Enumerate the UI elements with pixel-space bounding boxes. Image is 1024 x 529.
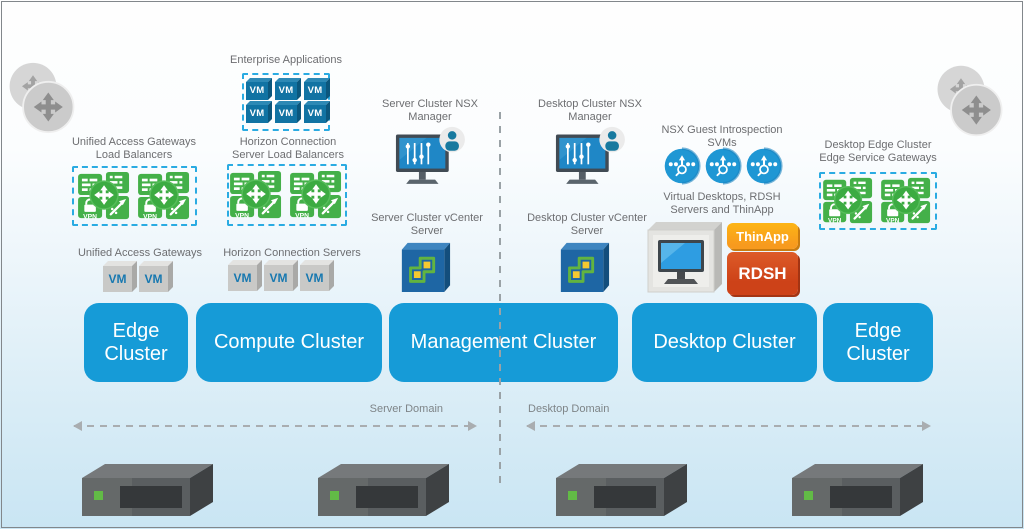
virtual-desktops-label-line1: Virtual Desktops, RDSH xyxy=(663,191,781,203)
vcenter-icon xyxy=(398,238,452,292)
server-domain-label: Server Domain xyxy=(369,403,443,415)
nsx-edge-gateway-icon xyxy=(78,171,132,221)
uag-load-balancers-label: Unified Access Gateways Load Balancers xyxy=(59,136,209,163)
nsx-manager-icon xyxy=(394,126,466,189)
nsx-manager-icon xyxy=(554,126,626,189)
hcs-label: Horizon Connection Servers xyxy=(223,247,361,259)
desktop-vcenter-label-line1: Desktop Cluster vCenter xyxy=(527,212,647,224)
virtual-desktops-label: Virtual Desktops, RDSH Servers and ThinA… xyxy=(657,191,787,218)
horizon-load-balancers-group xyxy=(227,164,347,226)
desktop-edge-gateways-label-line2: Edge Service Gateways xyxy=(819,152,937,165)
server-hardware-icon xyxy=(792,462,924,516)
vm-icon: VM xyxy=(304,81,326,100)
desktop-edge-gateways-label: Desktop Edge Cluster Edge Service Gatewa… xyxy=(816,139,940,166)
uag-load-balancers-label-line2: Load Balancers xyxy=(95,149,173,162)
horizon-load-balancers-label: Horizon Connection Server Load Balancers xyxy=(213,136,363,163)
desktop-domain-label: Desktop Domain xyxy=(528,403,610,415)
server-hardware-icon xyxy=(556,462,688,516)
thinapp-badge: ThinApp xyxy=(727,223,798,249)
server-vcenter-label-line1: Server Cluster vCenter xyxy=(371,212,483,224)
domain-divider-line xyxy=(499,112,501,488)
vm-icon: VM xyxy=(228,265,257,291)
guest-introspection-svm-icon xyxy=(704,147,742,185)
desktop-nsx-manager-label-line1: Desktop Cluster NSX xyxy=(538,98,642,110)
router-icon xyxy=(931,64,1009,138)
server-nsx-manager-label: Server Cluster NSX Manager xyxy=(365,98,495,125)
horizon-load-balancers-label-line2: Server Load Balancers xyxy=(232,149,344,162)
rdsh-badge: RDSH xyxy=(727,252,798,295)
nsx-guest-introspection-label: NSX Guest Introspection SVMs xyxy=(657,124,787,151)
edge-cluster-label: Edge Cluster xyxy=(104,319,168,365)
server-vcenter-label-line2: Server xyxy=(410,225,444,238)
horizon-load-balancers-label-line1: Horizon Connection xyxy=(239,136,337,148)
guest-introspection-svm-icon xyxy=(745,147,783,185)
enterprise-vm-grid: VM VM VM VM VM VM xyxy=(246,81,326,123)
compute-cluster-bar: Compute Cluster xyxy=(196,303,382,382)
hcs-vm-row: VM VM VM xyxy=(228,265,329,291)
uag-label: Unified Access Gateways xyxy=(77,247,203,259)
vm-icon: VM xyxy=(264,265,293,291)
management-cluster-bar: Management Cluster xyxy=(389,303,618,382)
nsx-edge-gateway-icon xyxy=(290,170,344,220)
uag-vm-row: VM VM xyxy=(103,266,168,292)
uag-load-balancers-group xyxy=(72,166,197,226)
nsx-edge-gateway-icon xyxy=(230,170,284,220)
vm-icon: VM xyxy=(275,81,297,100)
server-nsx-manager-label-line2: Manager xyxy=(408,111,452,124)
router-icon xyxy=(6,60,78,136)
vm-icon: VM xyxy=(139,266,168,292)
virtual-desktops-label-line2: Servers and ThinApp xyxy=(670,204,774,217)
server-domain-arrow xyxy=(73,421,477,431)
vm-icon: VM xyxy=(300,265,329,291)
nsx-guest-introspection-label-line2: SVMs xyxy=(707,137,737,150)
desktop-pc-icon xyxy=(644,220,724,298)
enterprise-applications-label: Enterprise Applications xyxy=(230,54,342,66)
desktop-vcenter-label: Desktop Cluster vCenter Server xyxy=(522,212,652,239)
vm-icon: VM xyxy=(304,104,326,123)
vm-icon: VM xyxy=(275,104,297,123)
nsx-edge-gateway-icon xyxy=(823,177,875,225)
desktop-edge-gateways-label-line1: Desktop Edge Cluster xyxy=(824,139,932,151)
edge-cluster-label: Edge Cluster xyxy=(846,319,910,365)
edge-cluster-bar-right: Edge Cluster xyxy=(823,303,933,382)
uag-load-balancers-label-line1: Unified Access Gateways xyxy=(71,136,197,148)
svm-icon-row xyxy=(663,147,783,185)
server-hardware-icon xyxy=(82,462,214,516)
desktop-cluster-label: Desktop Cluster xyxy=(653,331,796,353)
server-hardware-icon xyxy=(318,462,450,516)
desktop-nsx-manager-label-line2: Manager xyxy=(568,111,612,124)
desktop-nsx-manager-label: Desktop Cluster NSX Manager xyxy=(525,98,655,125)
server-nsx-manager-label-line1: Server Cluster NSX xyxy=(382,98,478,110)
compute-cluster-label: Compute Cluster xyxy=(213,331,365,353)
vcenter-icon xyxy=(557,238,611,292)
vm-icon: VM xyxy=(246,81,268,100)
management-cluster-label: Management Cluster xyxy=(410,331,597,353)
edge-cluster-bar-left: Edge Cluster xyxy=(84,303,188,382)
desktop-domain-arrow xyxy=(526,421,931,431)
guest-introspection-svm-icon xyxy=(663,147,701,185)
desktop-cluster-bar: Desktop Cluster xyxy=(632,303,817,382)
desktop-vcenter-label-line2: Server xyxy=(570,225,604,238)
enterprise-applications-group: VM VM VM VM VM VM xyxy=(242,73,330,131)
desktop-edge-gateways-group xyxy=(819,172,937,230)
vm-icon: VM xyxy=(246,104,268,123)
nsx-guest-introspection-label-line1: NSX Guest Introspection xyxy=(661,124,783,136)
vm-icon: VM xyxy=(103,266,132,292)
server-vcenter-label: Server Cluster vCenter Server xyxy=(362,212,492,239)
nsx-edge-gateway-icon xyxy=(138,171,192,221)
nsx-edge-gateway-icon xyxy=(881,177,933,225)
